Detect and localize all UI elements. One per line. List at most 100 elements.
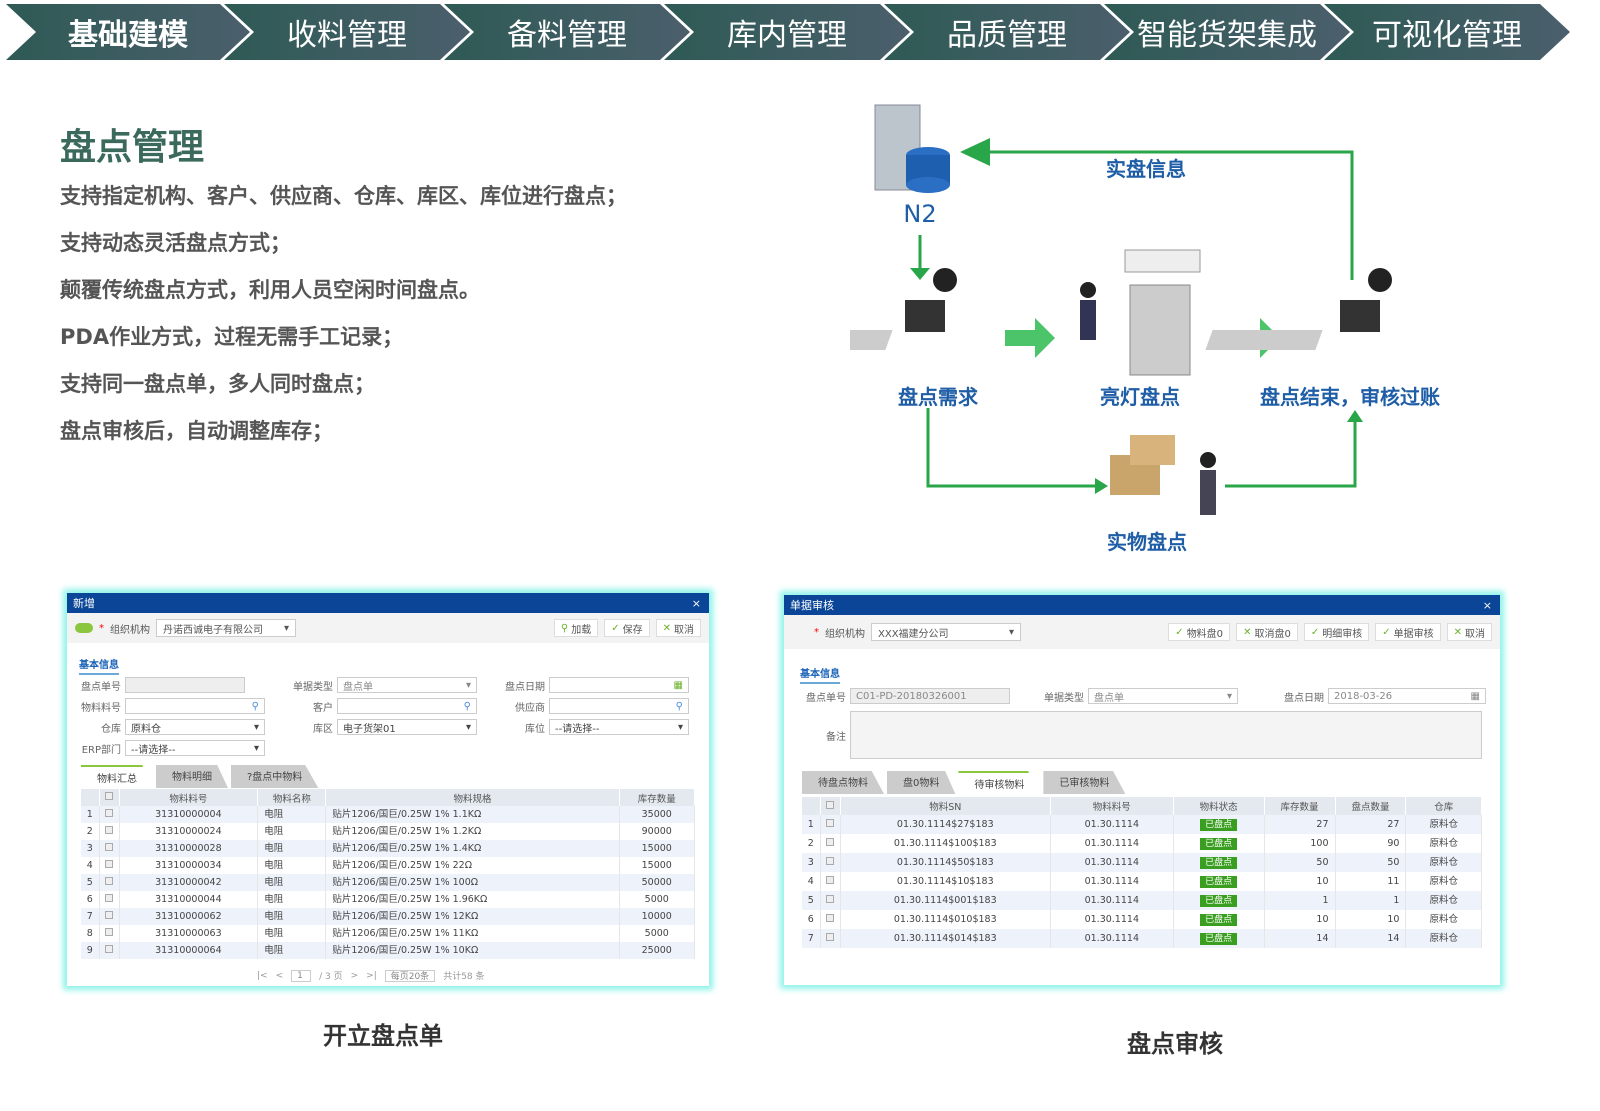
select-all-checkbox[interactable] <box>105 792 113 800</box>
row-checkbox-cell[interactable] <box>99 857 120 874</box>
nav-shouliao[interactable]: 收料管理 <box>224 4 470 60</box>
tab[interactable]: 已审核物料 <box>1043 771 1126 794</box>
tab[interactable]: 物料汇总 <box>81 765 153 788</box>
row-checkbox[interactable] <box>105 809 113 818</box>
nav-huojia[interactable]: 智能货架集成 <box>1104 4 1350 60</box>
tab[interactable]: 待审核物料 <box>958 771 1041 794</box>
tab[interactable]: 待盘点物料 <box>802 771 884 794</box>
customer-input[interactable]: ⚲ <box>337 698 477 714</box>
next-page-button[interactable]: > <box>350 970 359 981</box>
nav-beiliao[interactable]: 备料管理 <box>444 4 690 60</box>
row-checkbox[interactable] <box>826 876 834 885</box>
toggle-switch[interactable] <box>75 623 93 633</box>
material-zero-button[interactable]: ✓物料盘0 <box>1168 623 1231 641</box>
page-size-select[interactable]: 每页20条 <box>384 969 436 982</box>
date-input[interactable]: ▦ <box>549 677 689 693</box>
tab[interactable]: ?盘点中物料 <box>231 765 319 788</box>
org-select[interactable]: 丹诺西诚电子有限公司▾ <box>156 619 296 637</box>
prev-page-button[interactable]: < <box>275 970 284 981</box>
row-checkbox-cell[interactable] <box>99 823 120 840</box>
row-checkbox-cell[interactable] <box>99 925 120 942</box>
material-input[interactable]: ⚲ <box>125 698 265 714</box>
row-checkbox[interactable] <box>826 914 834 923</box>
last-page-button[interactable]: >| <box>366 970 377 981</box>
row-checkbox[interactable] <box>105 945 113 954</box>
select-all-checkbox[interactable] <box>826 800 834 809</box>
column-header[interactable]: 物料SN <box>840 797 1052 815</box>
cancel-zero-button[interactable]: ✕取消盘0 <box>1236 623 1298 641</box>
row-checkbox-cell[interactable] <box>99 942 120 959</box>
column-header[interactable]: 库存数量 <box>1264 797 1336 815</box>
row-checkbox[interactable] <box>105 928 113 937</box>
save-button[interactable]: ✓保存 <box>604 619 650 637</box>
column-header[interactable]: 物料料号 <box>1050 797 1174 815</box>
row-checkbox[interactable] <box>105 860 113 869</box>
nav-pinzhi[interactable]: 品质管理 <box>884 4 1130 60</box>
close-icon[interactable]: × <box>1482 598 1492 612</box>
row-checkbox[interactable] <box>105 877 113 886</box>
org-select[interactable]: XXX福建分公司▾ <box>871 623 1021 641</box>
doc-audit-button[interactable]: ✓单据审核 <box>1375 623 1441 641</box>
doc-type-select[interactable]: 盘点单▾ <box>337 677 477 693</box>
note-textarea[interactable] <box>850 711 1482 759</box>
column-header[interactable]: 库存数量 <box>619 789 695 806</box>
location-select[interactable]: --请选择--▾ <box>549 719 689 735</box>
column-header[interactable]: 仓库 <box>1405 797 1482 815</box>
row-checkbox[interactable] <box>826 819 834 828</box>
row-checkbox[interactable] <box>105 826 113 835</box>
row-checkbox-cell[interactable] <box>820 815 841 834</box>
row-checkbox-cell[interactable] <box>820 872 841 891</box>
row-checkbox-cell[interactable] <box>99 891 120 908</box>
page-input[interactable]: 1 <box>291 969 312 982</box>
row-checkbox-cell[interactable] <box>820 929 841 948</box>
first-page-button[interactable]: |< <box>257 970 268 981</box>
row-checkbox-cell[interactable] <box>99 908 120 925</box>
column-header[interactable] <box>99 789 120 806</box>
row-checkbox-cell[interactable] <box>99 874 120 891</box>
column-header[interactable] <box>820 797 841 815</box>
nav-jichujianmo[interactable]: 基础建模 <box>6 4 250 60</box>
area-select[interactable]: 电子货架01▾ <box>337 719 477 735</box>
tab[interactable]: 物料明细 <box>156 765 228 788</box>
row-checkbox[interactable] <box>826 857 834 866</box>
detail-audit-button[interactable]: ✓明细审核 <box>1303 623 1370 641</box>
row-checkbox[interactable] <box>105 911 113 920</box>
supplier-input[interactable]: ⚲ <box>549 698 689 714</box>
column-header[interactable]: 物料料号 <box>119 789 259 806</box>
column-header[interactable]: 物料规格 <box>325 789 620 806</box>
nav-keshihua[interactable]: 可视化管理 <box>1324 4 1570 60</box>
column-header[interactable]: 盘点数量 <box>1335 797 1407 815</box>
load-button[interactable]: ⚲加载 <box>553 619 599 637</box>
column-header[interactable]: 物料名称 <box>257 789 327 806</box>
column-header[interactable]: 物料状态 <box>1173 797 1265 815</box>
count-no-input[interactable] <box>125 677 245 693</box>
row-checkbox-cell[interactable] <box>820 891 841 910</box>
erp-dept-select[interactable]: --请选择--▾ <box>125 740 265 756</box>
row-checkbox[interactable] <box>826 895 834 904</box>
count-no-input[interactable]: C01-PD-20180326001 <box>850 688 1010 704</box>
row-checkbox-cell[interactable] <box>820 853 841 872</box>
row-checkbox[interactable] <box>826 933 834 942</box>
row-checkbox-cell[interactable] <box>99 806 120 823</box>
row-checkbox[interactable] <box>826 838 834 847</box>
row-checkbox[interactable] <box>105 843 113 852</box>
close-icon[interactable]: × <box>691 596 701 610</box>
tab[interactable]: 盘0物料 <box>887 771 956 794</box>
row-checkbox[interactable] <box>105 894 113 903</box>
row-checkbox-cell[interactable] <box>99 840 120 857</box>
row-checkbox-cell[interactable] <box>820 834 841 853</box>
cancel-button[interactable]: ✕取消 <box>1446 623 1492 641</box>
doc-type-select[interactable]: 盘点单▾ <box>1088 688 1238 704</box>
